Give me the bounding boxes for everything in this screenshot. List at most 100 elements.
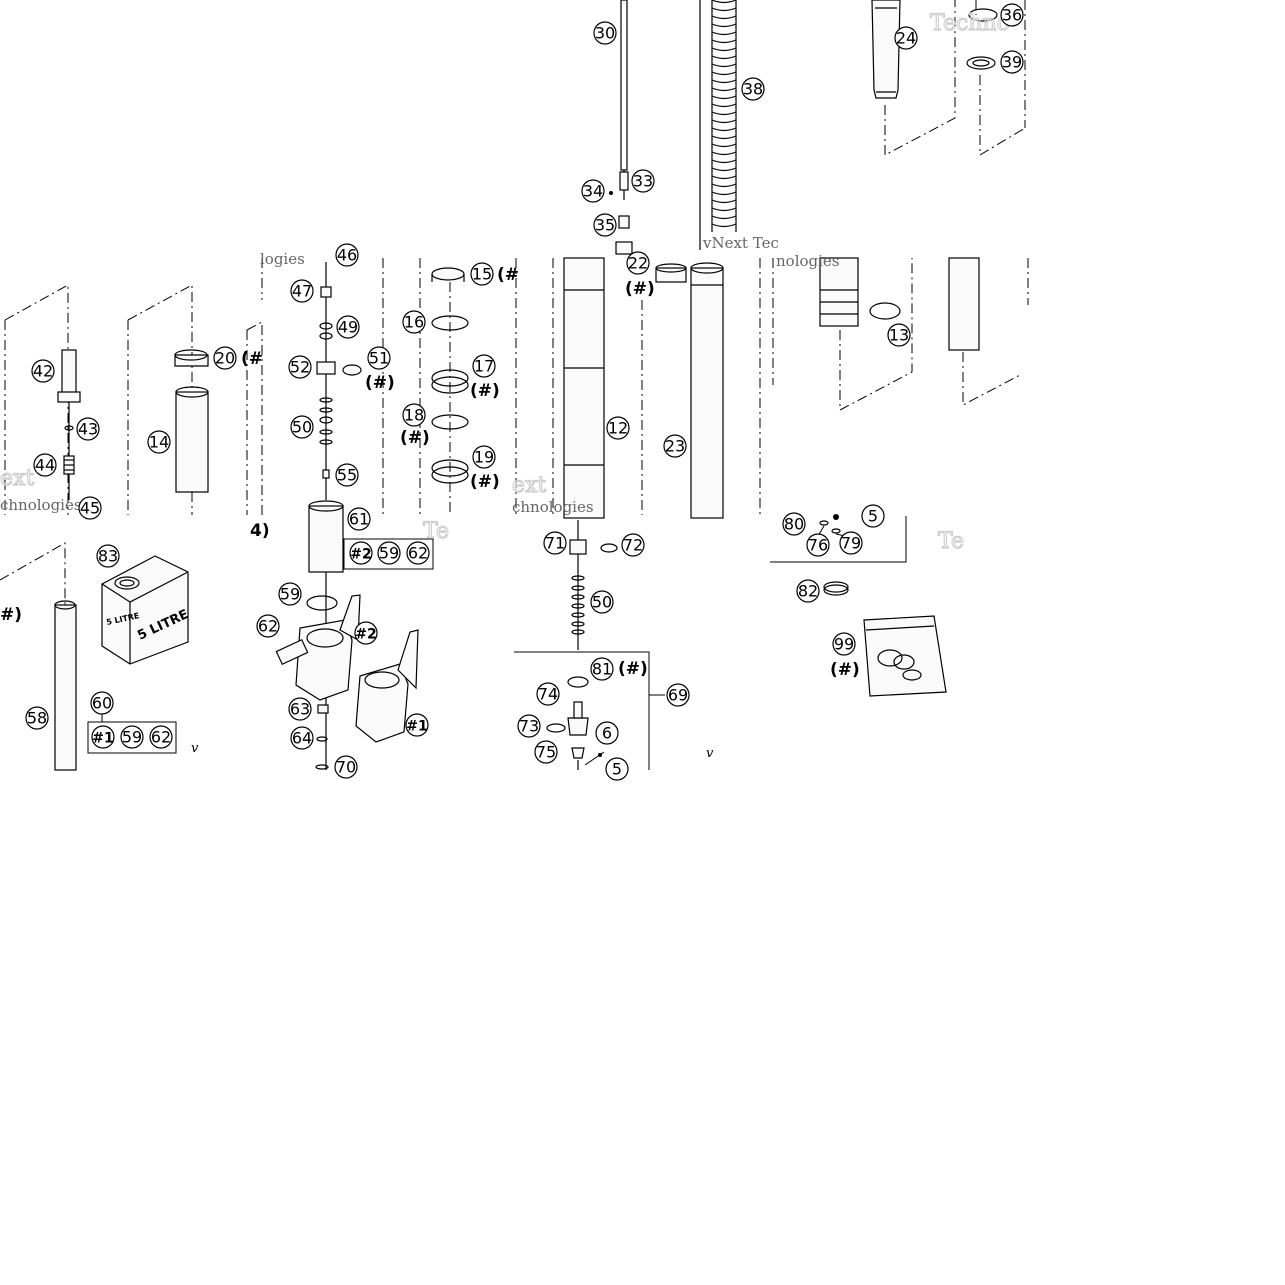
callout-circle (96, 544, 120, 568)
callout-circle (534, 740, 558, 764)
watermark: nologies (776, 252, 840, 270)
callout-59c: 59 (120, 725, 144, 749)
callout-label: 70 (336, 758, 356, 777)
callout-5b: 5 (861, 504, 885, 528)
callout-label: 18 (404, 406, 424, 425)
callout-circle (336, 315, 360, 339)
callout-62c: 62 (149, 725, 173, 749)
callout-label: 46 (337, 246, 357, 265)
callout-circle (290, 726, 314, 750)
callout-label: 71 (545, 534, 565, 553)
damper-rod (620, 0, 628, 171)
callout-label: 23 (665, 437, 685, 456)
callout-circle (405, 713, 429, 737)
callout-circle (605, 757, 629, 781)
parts-bag-99 (863, 615, 947, 697)
callout-label: 15 (472, 265, 492, 284)
nut-22 (615, 241, 633, 255)
callout-47: 47 (290, 279, 314, 303)
callout-label: 22 (628, 254, 648, 273)
callout-72: 72 (621, 533, 645, 557)
callout-label: 17 (474, 357, 494, 376)
callout-82: 82 (796, 579, 820, 603)
washer-64 (316, 736, 328, 742)
callout-label: #1 (406, 719, 427, 735)
callout-label: 64 (292, 729, 312, 748)
tile-bottom: 5 LITRE 5 LITRE (0, 500, 965, 771)
callout-label: 16 (404, 313, 424, 332)
callout-6: 6 (595, 721, 619, 745)
callout-label: 33 (633, 172, 653, 191)
hash-note: (#) (625, 279, 655, 299)
callout-label: 83 (98, 547, 118, 566)
callout-20: 20 (213, 346, 237, 370)
callout-75: 75 (534, 740, 558, 764)
callout-38: 38 (741, 77, 765, 101)
callout-label: 42 (33, 362, 53, 381)
callout-label: 49 (338, 318, 358, 337)
callout-circle (581, 179, 605, 203)
hash-note: (#) (470, 381, 500, 401)
watermark: logies (260, 250, 305, 268)
ring-73 (546, 723, 566, 733)
watermark: Te (938, 529, 964, 554)
callout-circle (120, 725, 144, 749)
callout-label: 20 (215, 349, 235, 368)
cartridge-13 (819, 257, 859, 327)
callout-label: 5 (868, 507, 878, 526)
callout-circle (334, 755, 358, 779)
callout-label: 58 (27, 709, 47, 728)
callout-circle (663, 434, 687, 458)
bushing-15 (431, 267, 465, 281)
callout-label: 99 (834, 635, 854, 654)
hash-notes: (# (#) (#) (#) (#) (#) (# (#) (#) #) 4) (0, 265, 860, 680)
callout-label: 62 (258, 617, 278, 636)
callout-label: 34 (583, 182, 603, 201)
callout-circle (536, 682, 560, 706)
callout-label: 72 (623, 536, 643, 555)
callout-34: 34 (581, 179, 605, 203)
callout-64: 64 (290, 726, 314, 750)
callout-circle (631, 169, 655, 193)
cap-24 (871, 0, 901, 99)
callout-42: 42 (31, 359, 55, 383)
watermark: chnologies (512, 498, 594, 516)
screw-63 (317, 704, 329, 714)
callout-45: 45 (78, 496, 102, 520)
kit-box-2 (343, 538, 434, 570)
callout-label: 82 (798, 582, 818, 601)
callout-m1b: #1 (405, 713, 429, 737)
nut-47 (320, 286, 332, 298)
washer-70 (315, 764, 329, 770)
callout-circle (1000, 50, 1024, 74)
callout-label: 59 (280, 585, 300, 604)
callout-63: 63 (288, 697, 312, 721)
callout-14: 14 (147, 430, 171, 454)
callout-62b: 62 (406, 541, 430, 565)
callout-label: 74 (538, 685, 558, 704)
ring-36 (968, 8, 998, 22)
hash-note: 4) (250, 521, 270, 541)
callout-36: 36 (1000, 3, 1024, 27)
callout-19: 19 (472, 445, 496, 469)
callout-label: 75 (536, 743, 556, 762)
callout-circle (76, 417, 100, 441)
callout-49: 49 (336, 315, 360, 339)
base-valve-74 (567, 717, 589, 736)
callout-circle (402, 310, 426, 334)
callout-circle (335, 463, 359, 487)
callout-62a: 62 (256, 614, 280, 638)
callout-circle (90, 691, 114, 715)
group-bracket-69 (514, 651, 650, 770)
callout-circle (354, 621, 378, 645)
callout-label: 60 (92, 694, 112, 713)
callout-circle (472, 354, 496, 378)
callout-55: 55 (335, 463, 359, 487)
callout-label: 5 (612, 760, 622, 779)
ball-34 (609, 191, 613, 195)
callout-circle (347, 507, 371, 531)
cartridge-42 (61, 349, 77, 395)
kit-box-1 (87, 721, 177, 754)
callout-label: 24 (896, 29, 916, 48)
